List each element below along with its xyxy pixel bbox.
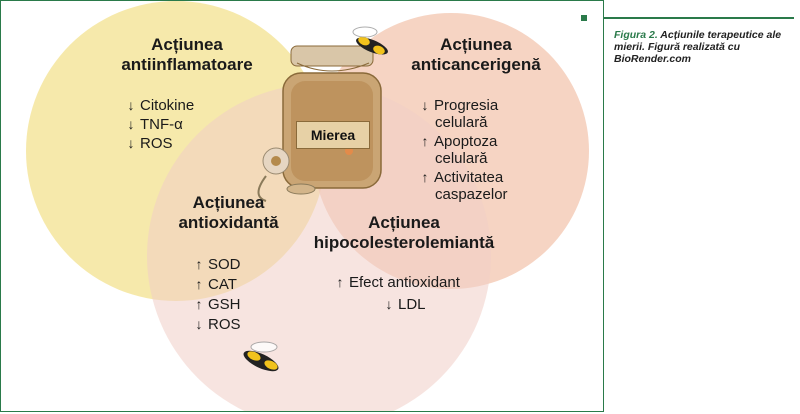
list-item: ↓ROS [127, 135, 173, 152]
figure-caption: Figura 2. Acțiunile terapeutice ale mier… [614, 29, 794, 65]
list-item: ↑SOD [195, 256, 241, 273]
list-item: ↑GSH [195, 296, 241, 313]
list-item: ↓Progresia [421, 97, 499, 114]
connector-line [604, 17, 794, 19]
figure-frame: Mierea Acțiunea antiinflamatoare ↓Citoki… [0, 0, 604, 412]
list-item: ↑CAT [195, 276, 237, 293]
list-item: ↑Apoptoza [421, 133, 498, 150]
list-item: caspazelor [435, 186, 508, 203]
anticancer-title: Acțiunea anticancerigenă [411, 35, 541, 74]
list-item: ↓LDL [385, 296, 426, 313]
list-item: ↑Efect antioxidant [336, 274, 460, 291]
hypocholesterolemic-circle [147, 84, 491, 411]
anti-inflammatory-title: Acțiunea antiinflamatoare [121, 35, 253, 74]
list-item: ↑Activitatea [421, 169, 504, 186]
bee-icon [352, 26, 388, 55]
antioxidant-title: Acțiunea antioxidantă [178, 193, 279, 232]
hypocholesterolemic-title: Acțiunea hipocolesterolemiantă [313, 213, 495, 252]
figure-label: Figura 2. [614, 29, 658, 41]
list-item: ↓TNF-α [127, 116, 183, 133]
list-item: celulară [435, 150, 488, 167]
connector-marker [581, 15, 587, 21]
honey-label: Mierea [296, 121, 370, 149]
list-item: ↓Citokine [127, 97, 195, 114]
bee-icon [243, 341, 279, 372]
flower-icon [257, 147, 316, 202]
caption-text: Acțiunile terapeutice ale mierii. Figură… [614, 29, 782, 65]
venn-diagram [26, 1, 589, 411]
list-item: celulară [435, 114, 488, 131]
list-item: ↓ROS [195, 316, 241, 333]
